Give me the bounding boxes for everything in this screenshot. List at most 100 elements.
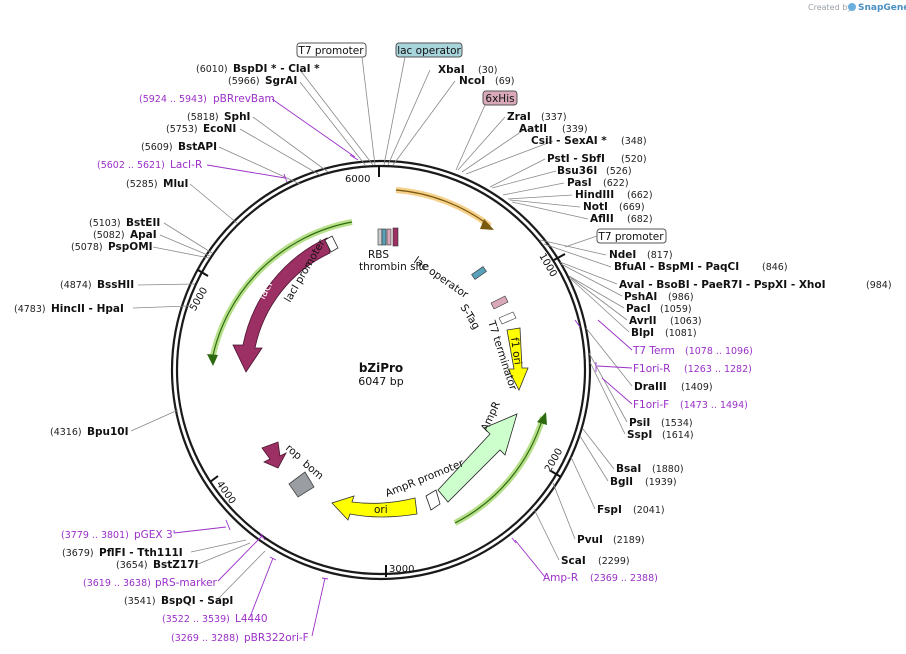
svg-text:HindIII: HindIII bbox=[575, 189, 614, 201]
svg-text:(6010): (6010) bbox=[196, 64, 228, 75]
site-XbaI: XbaI(30) bbox=[438, 64, 498, 76]
svg-text:(337): (337) bbox=[541, 112, 567, 123]
feature-label-S-Tag: S-Tag bbox=[457, 302, 482, 331]
svg-text:(5602 .. 5621): (5602 .. 5621) bbox=[97, 160, 165, 171]
svg-text:ApaI: ApaI bbox=[130, 229, 157, 241]
svg-text:(5082): (5082) bbox=[93, 230, 125, 241]
svg-text:Bsu36I: Bsu36I bbox=[557, 165, 597, 177]
feature-f1-ori: f1 ori bbox=[506, 327, 529, 391]
site-EcoNI: (5753)EcoNI bbox=[166, 123, 236, 135]
svg-text:(1059): (1059) bbox=[660, 304, 692, 315]
svg-text:(5609): (5609) bbox=[141, 142, 173, 153]
site-PasI: PasI(622) bbox=[567, 177, 629, 189]
site-AvrII: AvrII(1063) bbox=[629, 315, 702, 327]
svg-text:SspI: SspI bbox=[627, 429, 652, 441]
svg-text:(682): (682) bbox=[627, 214, 653, 225]
svg-text:(817): (817) bbox=[647, 250, 673, 261]
site-ApaI: (5082) ApaI bbox=[93, 229, 157, 241]
tag-T7-promoter-right: T7 promoter bbox=[564, 228, 667, 248]
watermark-prefix: Created by bbox=[808, 3, 852, 12]
primer-L4440: (3522 .. 3539)L4440 bbox=[162, 613, 268, 625]
svg-text:(1078 .. 1096): (1078 .. 1096) bbox=[685, 346, 753, 357]
svg-text:(3522 .. 3539): (3522 .. 3539) bbox=[162, 614, 230, 625]
svg-text:(5966): (5966) bbox=[228, 76, 260, 87]
site-BstEII: (5103)BstEII bbox=[89, 217, 160, 229]
svg-text:(1534): (1534) bbox=[661, 418, 693, 429]
tick-label-5000: 5000 bbox=[188, 286, 210, 314]
site-NcoI: NcoI(69) bbox=[459, 75, 515, 87]
orf-arc-orange bbox=[395, 187, 494, 230]
site-SspI: SspI (1614) bbox=[627, 429, 694, 441]
svg-text:(526): (526) bbox=[606, 166, 632, 177]
svg-text:AvaI - BsoBI - PaeR7I - Psp: AvaI - BsoBI - PaeR7I - PspXI - XhoI bbox=[619, 279, 826, 291]
svg-text:lac operator: lac operator bbox=[397, 45, 461, 57]
site-SphI: (5818) SphI bbox=[187, 111, 250, 123]
svg-text:LacI-R: LacI-R bbox=[170, 159, 202, 171]
svg-text:(2189): (2189) bbox=[613, 535, 645, 546]
svg-text:(4783): (4783) bbox=[14, 304, 46, 315]
watermark-brand: SnapGene bbox=[858, 3, 906, 13]
primer-LacI-R: (5602 .. 5621) LacI-R bbox=[97, 159, 202, 171]
svg-text:PspOMI: PspOMI bbox=[108, 241, 153, 253]
feature-label-rop: rop bbox=[283, 442, 304, 462]
svg-text:PshAI: PshAI bbox=[624, 291, 657, 303]
feature-label-f1-ori: f1 ori bbox=[508, 337, 524, 366]
feature-rop: rop bbox=[261, 441, 304, 469]
svg-text:Bpu10I: Bpu10I bbox=[87, 426, 129, 438]
site-BssHII: (4874) BssHII bbox=[60, 279, 134, 291]
site-connectors bbox=[130, 69, 633, 601]
primer-Amp-R: Amp-R(2369 .. 2388) bbox=[543, 572, 658, 584]
site-NotI: NotI(669) bbox=[583, 201, 645, 213]
svg-text:PasI: PasI bbox=[567, 177, 592, 189]
svg-text:PflFI - Tth111I: PflFI - Tth111I bbox=[99, 547, 183, 559]
svg-text:AflII: AflII bbox=[590, 213, 614, 225]
svg-text:pGEX 3': pGEX 3' bbox=[134, 529, 176, 541]
svg-text:BlpI: BlpI bbox=[631, 327, 654, 339]
svg-text:(5818): (5818) bbox=[187, 112, 219, 123]
svg-text:(5078): (5078) bbox=[71, 242, 103, 253]
svg-text:PvuI: PvuI bbox=[577, 534, 603, 546]
svg-text:(2369 .. 2388): (2369 .. 2388) bbox=[590, 573, 658, 584]
site-CsiI: CsiI - SexAI *(348) bbox=[531, 135, 647, 147]
svg-text:(4874): (4874) bbox=[60, 280, 92, 291]
feature-lac-operator: lac operator bbox=[411, 255, 487, 301]
snapgene-logo-icon bbox=[848, 3, 856, 11]
svg-text:pRS-marker: pRS-marker bbox=[155, 577, 218, 589]
site-PacI: PacI(1059) bbox=[626, 303, 692, 315]
tick-3000: 3000 bbox=[385, 564, 414, 577]
primer-F1ori-F: F1ori-F(1473 .. 1494) bbox=[633, 399, 748, 411]
feature-label-ori: ori bbox=[374, 504, 388, 516]
svg-text:T7 promoter: T7 promoter bbox=[297, 45, 364, 57]
svg-text:HincII - HpaI: HincII - HpaI bbox=[51, 303, 124, 315]
svg-text:(986): (986) bbox=[668, 292, 694, 303]
site-BspQI: (3541)BspQI - SapI bbox=[124, 595, 233, 607]
svg-text:BstAPI: BstAPI bbox=[178, 141, 217, 153]
primer-T7-Term: T7 Term (1078 .. 1096) bbox=[632, 345, 753, 357]
svg-text:DraIII: DraIII bbox=[634, 381, 667, 393]
svg-text:(3269 .. 3288): (3269 .. 3288) bbox=[171, 633, 239, 644]
svg-text:F1ori-R: F1ori-R bbox=[633, 363, 670, 375]
svg-text:SphI: SphI bbox=[224, 111, 250, 123]
feature-ori: ori bbox=[331, 495, 418, 521]
svg-text:(1263 .. 1282): (1263 .. 1282) bbox=[684, 364, 752, 375]
svg-text:pBRrevBam: pBRrevBam bbox=[213, 93, 275, 105]
svg-text:BspDI * - ClaI *: BspDI * - ClaI * bbox=[233, 63, 320, 75]
plasmid-size: 6047 bp bbox=[358, 375, 403, 388]
svg-text:(984): (984) bbox=[866, 280, 892, 291]
site-DraIII: DraIII(1409) bbox=[634, 381, 713, 393]
svg-text:(30): (30) bbox=[478, 65, 498, 76]
site-Bsu36I: Bsu36I (526) bbox=[557, 165, 632, 177]
site-NdeI: NdeI(817) bbox=[609, 249, 673, 261]
site-PvuI: PvuI (2189) bbox=[577, 534, 645, 546]
primer-pBR322ori-F: (3269 .. 3288) pBR322ori-F bbox=[171, 632, 309, 644]
orf-arc-ampR bbox=[453, 412, 547, 526]
svg-text:(5924 .. 5943): (5924 .. 5943) bbox=[139, 94, 207, 105]
site-BstAPI: (5609) BstAPI bbox=[141, 141, 217, 153]
svg-text:BssHII: BssHII bbox=[97, 279, 134, 291]
tag-lac-operator-top: lac operator bbox=[383, 42, 463, 166]
svg-text:T7 Term: T7 Term bbox=[632, 345, 675, 357]
svg-text:(1614): (1614) bbox=[662, 430, 694, 441]
svg-text:(3779 .. 3801): (3779 .. 3801) bbox=[61, 530, 129, 541]
svg-text:pBR322ori-F: pBR322ori-F bbox=[244, 632, 309, 644]
